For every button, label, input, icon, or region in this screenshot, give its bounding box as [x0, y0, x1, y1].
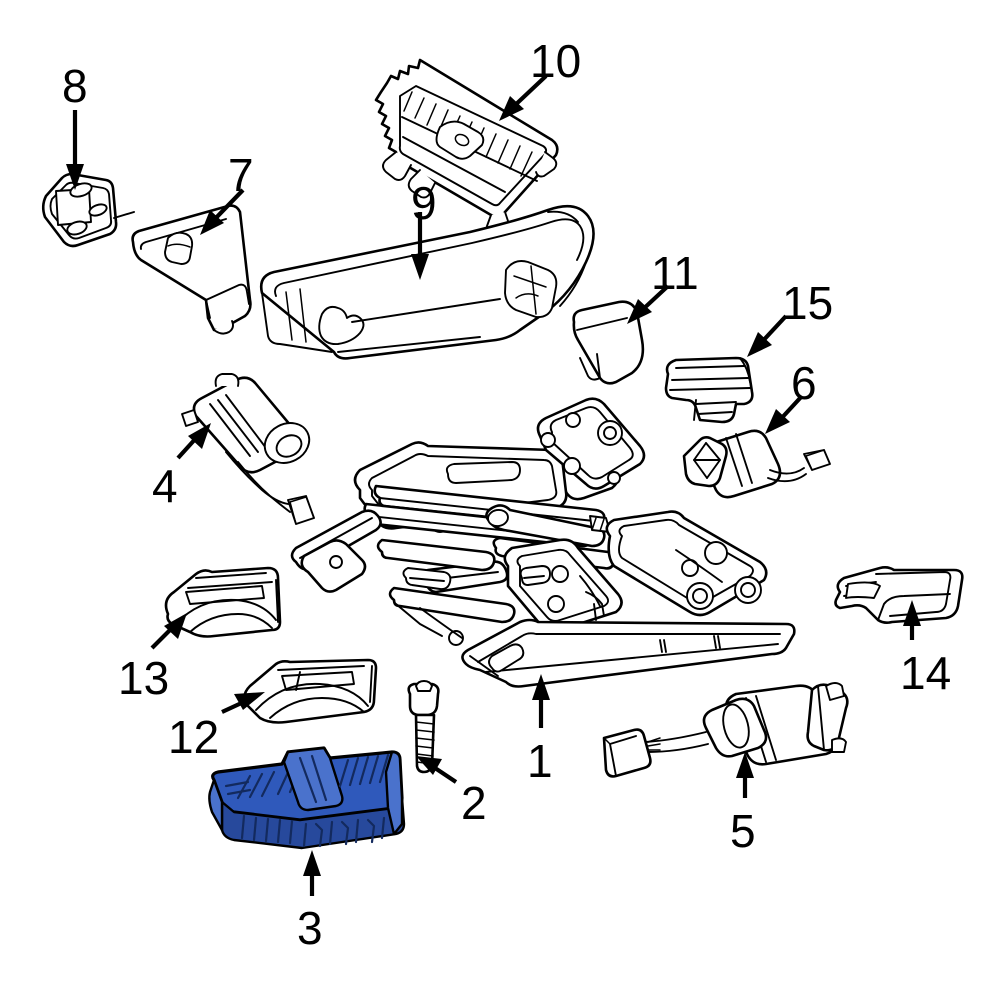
part-9-seat-side-trim-shield: [259, 204, 595, 360]
leader-10: [499, 74, 548, 121]
callout-label-8: 8: [62, 60, 88, 112]
leader-7: [200, 188, 245, 235]
callout-label-10: 10: [530, 35, 582, 87]
leader-14: [903, 600, 921, 640]
leader-8: [66, 110, 84, 190]
part-14-track-cover-right: [834, 566, 964, 624]
part-4-recliner-motor: [181, 373, 315, 525]
callout-label-6: 6: [791, 357, 817, 409]
callout-label-15: 15: [782, 277, 834, 329]
callout-label-1: 1: [527, 735, 553, 787]
part-11-end-cap-cover: [572, 300, 645, 385]
leader-13: [150, 613, 187, 650]
leader-9: [411, 212, 429, 280]
callout-label-14: 14: [900, 647, 952, 699]
callout-label-5: 5: [730, 805, 756, 857]
part-13-outer-trim-panel: [164, 566, 282, 638]
part-8-seat-adjust-switch: [41, 172, 135, 248]
callout-label-3: 3: [297, 902, 323, 954]
part-2-mounting-bolt: [407, 680, 440, 774]
leader-6: [765, 394, 804, 434]
leader-12: [221, 692, 265, 714]
leader-4: [176, 423, 211, 460]
callout-label-9: 9: [411, 177, 437, 229]
callout-label-11: 11: [651, 247, 699, 299]
part-5-horizontal-drive-motor: [602, 682, 849, 778]
leader-5: [736, 752, 754, 798]
part-10-seat-frame-bracket: [374, 58, 559, 235]
callout-label-13: 13: [118, 652, 170, 704]
part-15-motor-cover-shield: [664, 356, 754, 424]
callout-label-2: 2: [461, 777, 487, 829]
callout-label-4: 4: [152, 460, 178, 512]
part-12-inner-trim-panel: [243, 658, 378, 724]
leader-15: [747, 314, 788, 357]
part-3-seat-control-module: [208, 746, 406, 850]
part-1-seat-track-assembly: [290, 397, 796, 688]
leader-2: [416, 756, 458, 784]
part-6-vertical-drive-motor: [682, 429, 831, 499]
callout-label-12: 12: [168, 711, 220, 763]
leader-3: [303, 850, 321, 896]
leader-11: [627, 284, 670, 324]
callout-label-7: 7: [228, 149, 254, 201]
leader-1: [532, 674, 550, 728]
part-7-switch-bezel-cover: [131, 204, 252, 335]
